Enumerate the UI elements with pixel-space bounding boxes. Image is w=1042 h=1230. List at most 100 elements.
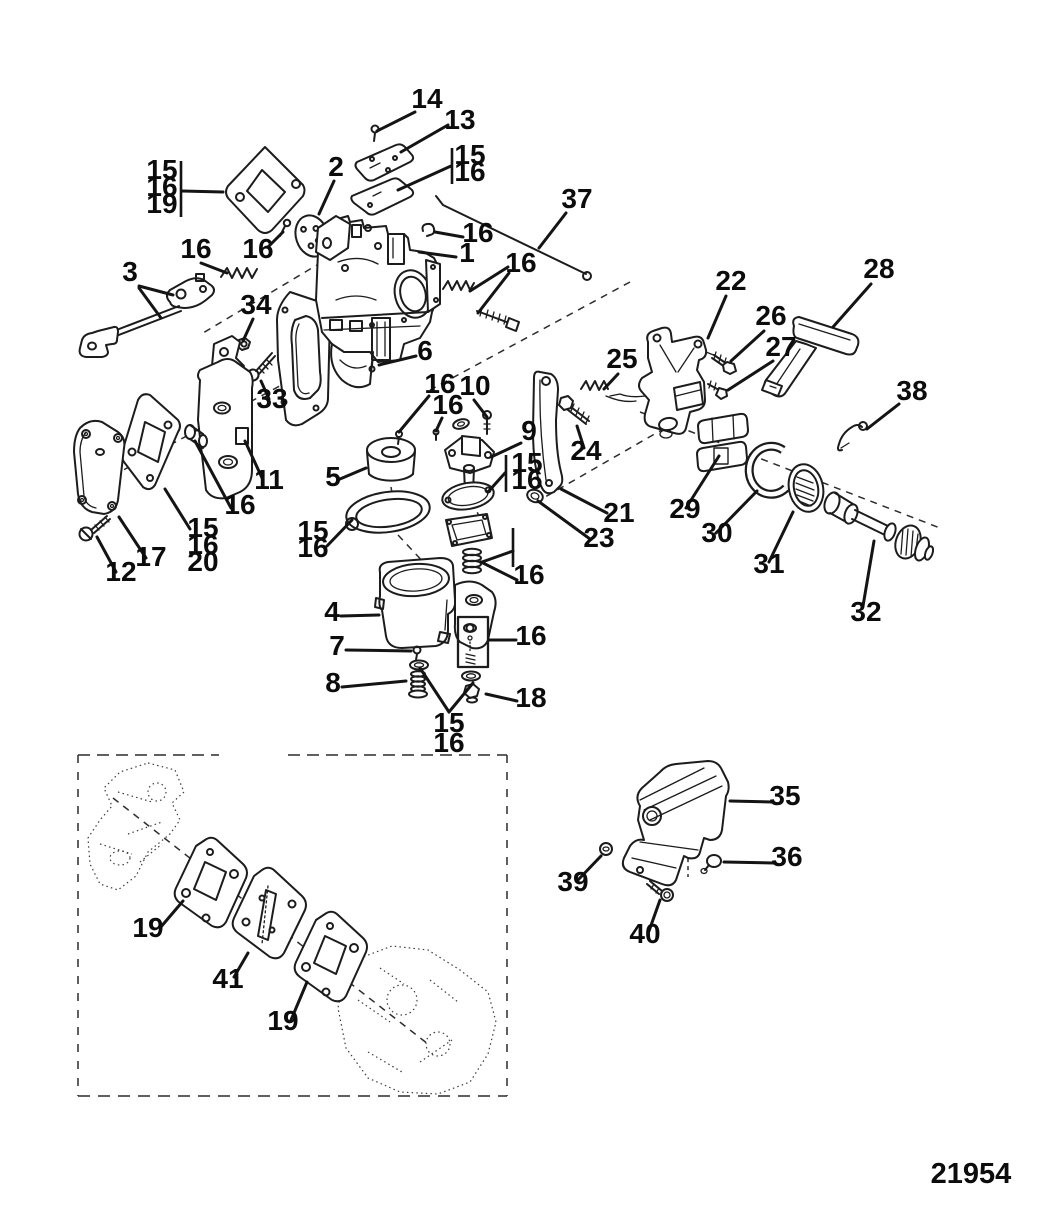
clip-16: [421, 222, 436, 237]
callout-16: 16: [432, 389, 463, 420]
fuel-pump-35: [621, 760, 730, 887]
callout-29: 29: [669, 493, 700, 524]
callout-16: 16: [505, 247, 536, 278]
callout-21: 21: [603, 497, 634, 528]
callout-7: 7: [329, 630, 345, 661]
callout-14: 14: [411, 83, 443, 114]
callout-4: 4: [324, 596, 340, 627]
callout-19: 19: [267, 1005, 298, 1036]
inset-box: [77, 754, 508, 1097]
callout-16: 16: [180, 233, 211, 264]
callout-20: 20: [187, 546, 218, 577]
repair-kit-box: [456, 615, 490, 669]
bowl-ring-gasket: [345, 490, 431, 534]
throttle-lever-3: [78, 267, 258, 358]
float-cover-9: [395, 410, 495, 575]
callout-37: 37: [561, 183, 592, 214]
callout-28: 28: [863, 253, 894, 284]
gasket-plate-top-left: [225, 146, 306, 234]
callout-40: 40: [629, 918, 660, 949]
screw-12: [78, 515, 111, 542]
screw-24: [558, 395, 590, 425]
float-bowl-4: [374, 557, 497, 650]
callout-26: 26: [755, 300, 786, 331]
callout-39: 39: [557, 866, 588, 897]
callout-12: 12: [105, 556, 136, 587]
callout-2: 2: [328, 151, 344, 182]
callout-6: 6: [417, 335, 433, 366]
callout-32: 32: [850, 596, 881, 627]
link-28: [761, 316, 860, 398]
clip-38: [837, 421, 868, 452]
callout-16: 16: [187, 529, 218, 560]
callout-3: 3: [122, 256, 138, 287]
callout-35: 35: [769, 780, 800, 811]
callout-16: 16: [424, 368, 455, 399]
callout-23: 23: [583, 522, 614, 553]
callout-15: 15: [146, 154, 177, 185]
screw-40: [646, 880, 674, 902]
engine-block-outline-bottom: [337, 945, 497, 1095]
callout-25: 25: [606, 343, 637, 374]
grommet-31: [787, 463, 825, 513]
plug-36: [700, 854, 722, 875]
callout-15: 15: [187, 512, 218, 543]
callout-1: 1: [459, 237, 475, 268]
callout-15: 15: [511, 447, 542, 478]
cover-17: [73, 419, 126, 515]
cam-arm-21: [532, 370, 564, 495]
screw-39: [599, 842, 613, 856]
callout-22: 22: [715, 265, 746, 296]
bowl-small-parts: [408, 645, 481, 714]
spring-screw-16-right: [442, 280, 520, 332]
callout-15: 15: [454, 139, 485, 170]
gasket-under-13: [350, 177, 415, 216]
callout-33: 33: [256, 383, 287, 414]
callout-27: 27: [765, 331, 796, 362]
screw-27: [707, 380, 728, 400]
bracket-22: [609, 326, 717, 439]
callout-18: 18: [515, 682, 546, 713]
cover-plate-13: [354, 143, 415, 182]
callout-17: 17: [135, 541, 166, 572]
spring-25: [580, 380, 637, 403]
mount-plate-41: [231, 866, 307, 960]
mount-plate-19b: [293, 910, 368, 1003]
callout-34: 34: [240, 289, 272, 320]
callout-10: 10: [459, 370, 490, 401]
callout-31: 31: [753, 548, 784, 579]
callout-13: 13: [444, 104, 475, 135]
c-ring-30: [744, 441, 790, 499]
washer-23: [526, 488, 544, 504]
callout-16: 16: [433, 727, 464, 758]
callout-8: 8: [325, 667, 341, 698]
callout-15: 15: [433, 707, 464, 738]
mid-body-11: [184, 335, 254, 500]
callout-16: 16: [515, 620, 546, 651]
callout-16: 16: [462, 217, 493, 248]
callout-9: 9: [521, 415, 537, 446]
clamp-blocks-29: [696, 412, 749, 473]
callout-38: 38: [896, 375, 927, 406]
mount-plate-19a: [173, 836, 248, 929]
float-cup-5: [366, 437, 416, 482]
leader-lines: [95, 110, 901, 1022]
callout-16: 16: [297, 532, 328, 563]
callout-41: 41: [212, 963, 243, 994]
callout-19: 19: [146, 188, 177, 219]
callout-36: 36: [771, 841, 802, 872]
callout-30: 30: [701, 517, 732, 548]
engine-block-outline-top: [87, 762, 185, 891]
doc-number: 21954: [931, 1158, 1012, 1190]
callout-16: 16: [513, 559, 544, 590]
gasket-20: [120, 393, 181, 491]
callout-16: 16: [454, 156, 485, 187]
callout-16: 16: [511, 464, 542, 495]
callout-5: 5: [325, 461, 341, 492]
carburetor-body: [315, 215, 441, 389]
callout-16: 16: [224, 489, 255, 520]
washer-23-inner: [530, 492, 540, 500]
